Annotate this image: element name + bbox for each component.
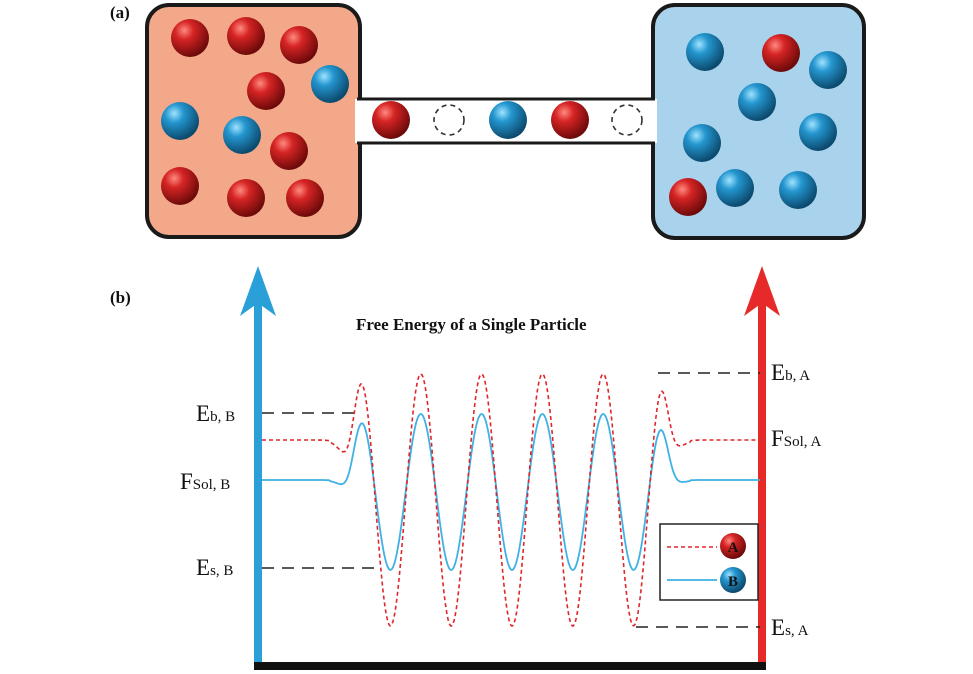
particle-a-15 [762,34,800,72]
particle-b-18 [683,124,721,162]
particle-a-2 [280,26,318,64]
legend-label-a: A [728,540,739,556]
particle-b-16 [809,51,847,89]
particle-b-19 [799,113,837,151]
label-eb-b: Eb, B [196,401,236,426]
particle-b-12 [489,101,527,139]
particle-a-3 [247,72,285,110]
particle-a-20 [669,178,707,216]
left-axis-arrowhead [240,266,276,316]
label-es-b: Es, B [196,555,234,580]
panel-a-tag: (a) [110,3,130,22]
particle-a-0 [171,19,209,57]
particle-a-8 [161,167,199,205]
particles [161,17,847,217]
label-fsol-b: FSol, B [180,469,231,494]
panel-b-tag: (b) [110,288,131,307]
curve-species-b [262,413,760,571]
label-es-a: Es, A [771,615,809,640]
particle-a-1 [227,17,265,55]
particle-a-7 [270,132,308,170]
right-axis-arrowhead [744,266,780,316]
particle-a-11 [372,101,410,139]
panel-b-title: Free Energy of a Single Particle [356,315,587,334]
particle-b-6 [223,116,261,154]
particle-b-21 [716,169,754,207]
legend-label-b: B [728,574,738,590]
vacancy-site-1 [433,104,465,136]
legend-marker-a [720,533,746,559]
particle-b-22 [779,171,817,209]
label-eb-a: Eb, A [771,360,811,385]
legend-box [659,523,759,601]
particle-b-5 [161,102,199,140]
particle-b-4 [311,65,349,103]
particle-a-10 [286,179,324,217]
curve-species-a [262,373,760,627]
particle-b-17 [738,83,776,121]
particle-a-13 [551,101,589,139]
particle-b-14 [686,33,724,71]
label-fsol-a: FSol, A [771,426,822,451]
particle-a-9 [227,179,265,217]
vacancy-site-2 [611,104,643,136]
legend-marker-b [720,567,746,593]
